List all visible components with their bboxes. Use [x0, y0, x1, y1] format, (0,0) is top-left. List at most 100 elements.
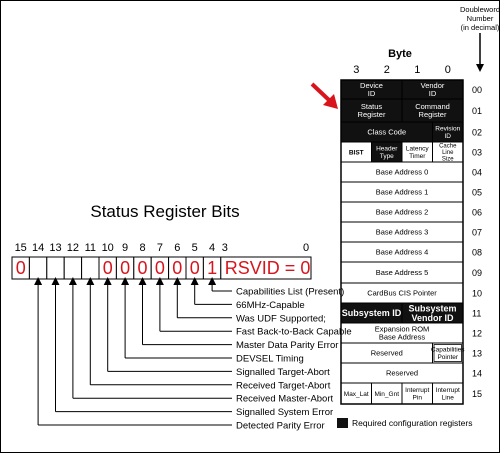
status-bit-labels: Capabilities List (Present)66MHz-Capable…	[34, 277, 352, 432]
config-cell-text-03-3-2: Size	[442, 157, 454, 163]
config-cell-text-03-3-0: Cache	[439, 144, 457, 150]
status-bit-label-group-12: Received Master-Abort	[68, 277, 334, 405]
doubleword-number-05: 05	[472, 188, 482, 198]
config-cell-text-09-0-0: Base Address 5	[376, 268, 429, 277]
config-cell-text-12-0-0: Expansion ROM	[375, 325, 430, 334]
bit-number-14: 14	[32, 242, 44, 254]
red-pointer-arrow-icon	[310, 82, 338, 109]
config-cell-text-15-3-1: Line	[442, 394, 455, 401]
status-bit-label-12: Received Master-Abort	[236, 394, 334, 405]
bit-number-5: 5	[192, 242, 198, 254]
config-cell-text-15-3-0: Interrupt	[436, 387, 460, 394]
config-cell-text-13-1-1: Pointer	[437, 354, 458, 361]
bit-number-10: 10	[102, 242, 114, 254]
status-bit-cell-11	[81, 256, 100, 280]
config-row-09: Base Address 5	[340, 261, 464, 284]
doubleword-number-07: 07	[472, 228, 482, 238]
doubleword-number-02: 02	[472, 128, 482, 138]
legend-text: Required configuration registers	[352, 418, 472, 428]
config-cell-text-12-0-1: Base Address	[379, 333, 426, 342]
status-bit-label-10: Signalled Target-Abort	[236, 367, 330, 378]
bit-number-15: 15	[15, 242, 27, 254]
status-bit-label-8: Master Data Parity Error	[236, 340, 338, 351]
config-cell-text-15-2-1: Pin	[413, 394, 423, 401]
status-reserved-cell	[220, 256, 312, 280]
config-cell-text-10-0-0: CardBus CIS Pointer	[367, 289, 437, 298]
status-bit-value-8: 0	[137, 258, 147, 278]
red-arrow-head	[323, 94, 338, 109]
doubleword-number-14: 14	[472, 369, 482, 379]
config-cell-text-13-0-0: Reserved	[371, 349, 403, 358]
byte-label: Byte	[388, 48, 412, 60]
bit-number-0: 0	[303, 242, 309, 254]
status-bit-label-group-13: Signalled System Error	[51, 277, 333, 418]
config-cell-text-02-1-1: ID	[445, 133, 452, 140]
status-bit-value-6: 0	[172, 258, 182, 278]
config-cell-text-03-0-0: BIST	[349, 149, 364, 156]
bit-number-6: 6	[174, 242, 180, 254]
config-cell-text-00-0-0: Device	[360, 81, 383, 90]
status-bit-label-group-10: Signalled Target-Abort	[103, 277, 330, 378]
status-bit-label-9: DEVSEL Timing	[236, 354, 304, 365]
bit-number-11: 11	[85, 242, 96, 254]
config-cell-text-01-0-1: Register	[358, 110, 386, 119]
byte-number-0: 0	[445, 64, 451, 76]
config-row-14: Reserved	[340, 362, 464, 384]
bit-number-3: 3	[222, 242, 228, 254]
config-cell-text-04-0-0: Base Address 0	[376, 168, 429, 177]
doubleword-number-01: 01	[472, 106, 482, 116]
status-bit-label-group-14: Detected Parity Error	[34, 277, 325, 432]
config-table-outline	[340, 79, 464, 405]
doubleword-number-15: 15	[472, 389, 482, 399]
config-cell-text-01-0-0: Status	[361, 102, 383, 111]
config-cell-text-07-0-0: Base Address 3	[376, 228, 429, 237]
bit-number-8: 8	[139, 242, 145, 254]
config-cell-text-06-0-0: Base Address 2	[376, 208, 429, 217]
config-cell-text-11-1-1: Vendor ID	[411, 313, 454, 323]
config-cell-text-02-0-0: Class Code	[367, 128, 406, 137]
config-row-07: Base Address 3	[340, 221, 464, 243]
doubleword-label-line2: Number	[467, 14, 494, 23]
bit-number-12: 12	[67, 242, 79, 254]
legend: Required configuration registers	[337, 418, 472, 428]
config-cell-text-00-0-1: ID	[368, 89, 376, 98]
status-bit-cell-14	[28, 256, 48, 280]
config-row-05: Base Address 1	[340, 181, 464, 203]
config-cell-text-15-2-0: Interrupt	[405, 387, 429, 394]
config-cell-text-02-1-0: Revision	[435, 126, 460, 133]
status-bit-value-7: 0	[155, 258, 165, 278]
doubleword-number-13: 13	[472, 349, 482, 359]
status-reserved-text: RSVID = 0	[225, 258, 311, 278]
config-cell-text-11-1-0: Subsystem	[408, 303, 456, 313]
config-cell-text-11-0-0: Subsystem ID	[342, 308, 402, 318]
config-row-04: Base Address 0	[340, 161, 464, 183]
doubleword-number-00: 00	[472, 85, 482, 95]
status-bit-cell-12	[63, 256, 83, 280]
status-bit-label-14: Detected Parity Error	[236, 421, 325, 432]
config-cell-text-03-1-1: Type	[380, 153, 394, 160]
status-bit-label-6: Was UDF Supported;	[236, 313, 326, 324]
doubleword-number-11: 11	[472, 309, 481, 319]
config-cell-text-03-3-1: Line	[442, 150, 454, 156]
config-space-table: DeviceIDVendorIDStatusRegisterCommandReg…	[340, 79, 465, 405]
config-cell-text-13-1-0: Capabilities	[431, 347, 465, 354]
status-bit-label-group-5: 66MHz-Capable	[190, 277, 305, 311]
config-cell-text-01-1-0: Command	[415, 102, 450, 111]
config-cell-text-05-0-0: Base Address 1	[376, 188, 429, 197]
bit-number-13: 13	[49, 242, 61, 254]
status-bit-label-group-6: Was UDF Supported;	[173, 277, 326, 324]
doubleword-number-08: 08	[472, 248, 482, 258]
status-bit-label-7: Fast Back-to-Back Capable	[236, 327, 352, 338]
config-cell-text-15-1-0: Min_Gnt	[374, 391, 399, 398]
config-cell-text-01-1-1: Register	[419, 110, 447, 119]
bit-number-9: 9	[122, 242, 128, 254]
